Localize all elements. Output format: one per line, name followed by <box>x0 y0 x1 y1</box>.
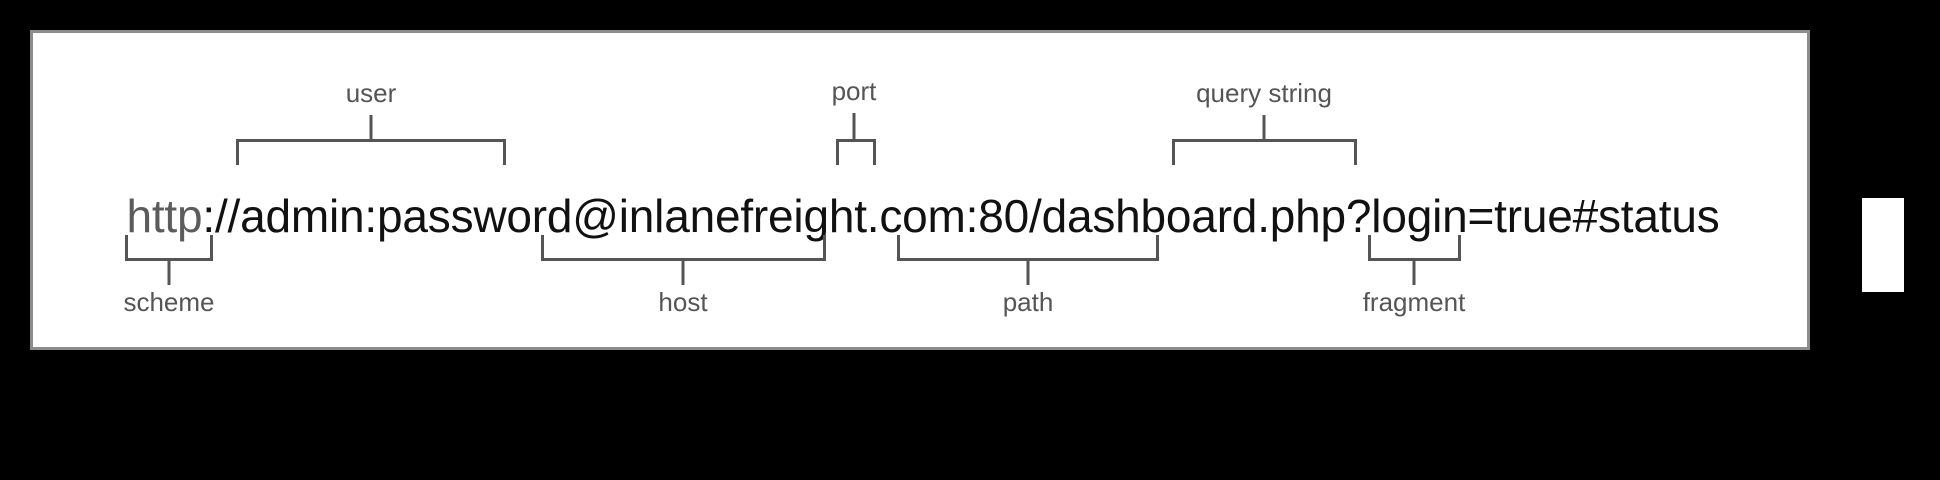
label-host: host <box>658 287 708 317</box>
bracket-query-string <box>1172 139 1357 165</box>
stem-query-string <box>1262 115 1266 141</box>
bracket-port <box>836 139 876 165</box>
stem-scheme <box>167 261 171 285</box>
label-user: user <box>345 78 397 108</box>
label-path: path <box>1002 287 1054 317</box>
stem-fragment <box>1412 261 1416 285</box>
stem-port <box>852 113 856 141</box>
bracket-scheme <box>125 235 213 261</box>
bracket-host <box>541 235 826 261</box>
stem-user <box>369 115 373 141</box>
label-fragment: fragment <box>1362 287 1466 317</box>
side-tab-marker <box>1862 198 1904 292</box>
stem-host <box>681 261 685 285</box>
stem-path <box>1026 261 1030 285</box>
label-port: port <box>831 76 877 106</box>
bracket-user <box>236 139 506 165</box>
url-anatomy-card: user port query string http://admin:pass… <box>30 30 1810 350</box>
url-scheme-text: http <box>126 190 203 242</box>
bracket-fragment <box>1368 235 1461 261</box>
label-query-string: query string <box>1196 78 1332 108</box>
url-string: http://admin:password@inlanefreight.com:… <box>33 188 1813 244</box>
label-scheme: scheme <box>123 287 215 317</box>
bracket-path <box>897 235 1159 261</box>
url-remainder-text: ://admin:password@inlanefreight.com:80/d… <box>202 190 1720 242</box>
